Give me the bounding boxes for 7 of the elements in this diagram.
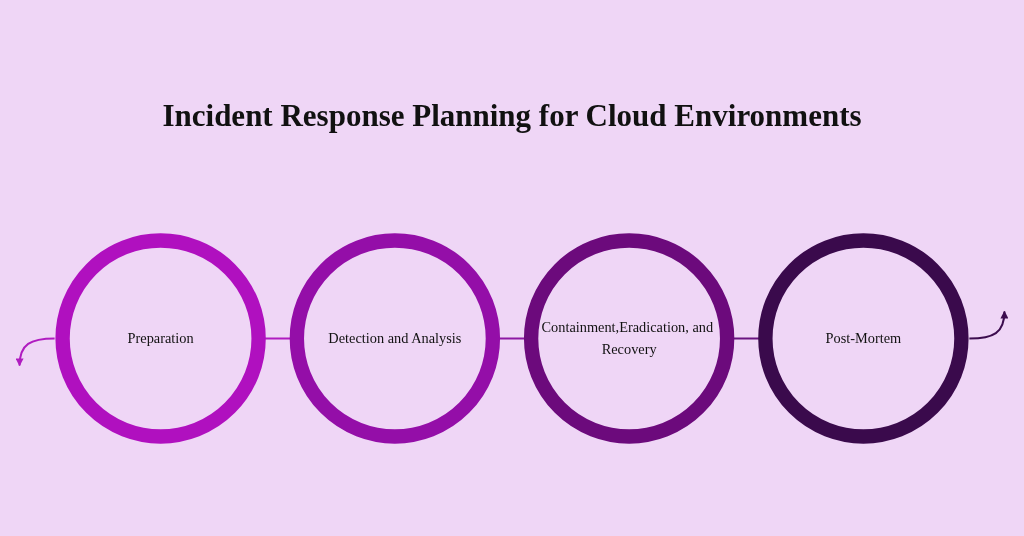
node-circle: Containment,Eradication, and Recovery: [523, 233, 735, 444]
arrow: [15, 337, 56, 367]
arrow: [968, 310, 1009, 340]
node-circle: Detection and Analysis: [289, 233, 501, 444]
node-circle: Preparation: [55, 233, 266, 444]
node-circle: Post-Mortem: [758, 233, 969, 444]
title: Incident Response Planning for Cloud Environments: [162, 98, 862, 134]
